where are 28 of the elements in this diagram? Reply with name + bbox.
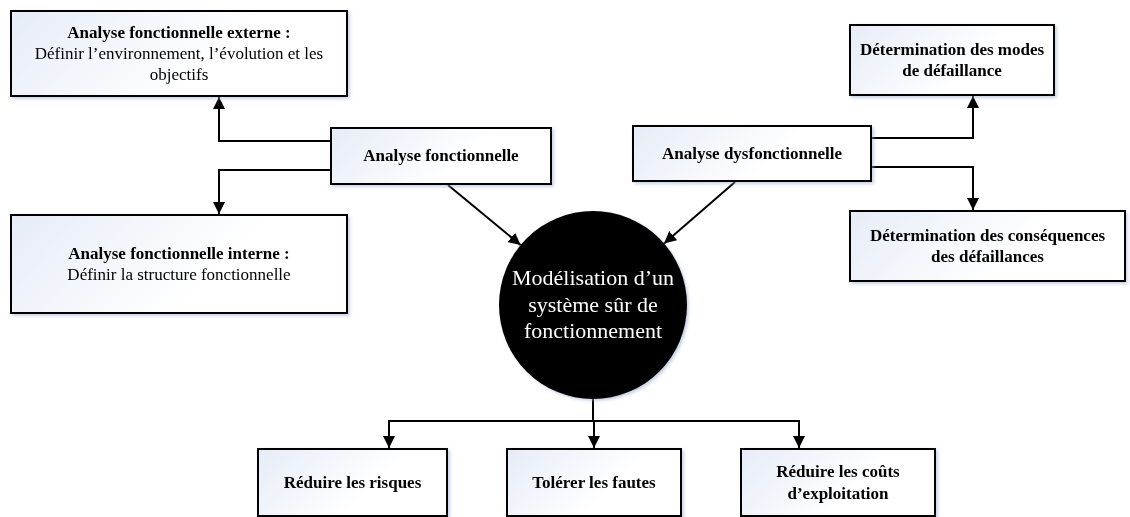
box-label: Tolérer les fautes <box>532 471 656 494</box>
arrow <box>592 398 805 449</box>
circle-label: Modélisation d’un système sûr de fonctionnement <box>511 265 675 345</box>
process-box <box>10 10 348 97</box>
box-label: Réduire les risques <box>283 471 422 494</box>
process-box <box>257 448 448 517</box>
box-label: Analyse fonctionnelle <box>363 145 519 167</box>
process-box <box>506 448 682 517</box>
arrow <box>871 166 979 211</box>
process-box <box>849 210 1126 282</box>
box-label: Réduire les coûts d’exploitation <box>775 461 901 504</box>
box-heading: Analyse fonctionnelle externe : <box>67 21 291 43</box>
process-box <box>10 214 348 314</box>
arrow <box>213 96 331 142</box>
arrow <box>447 184 522 247</box>
arrow <box>663 181 736 245</box>
box-label: Détermination des conséquences des défaillances <box>868 224 1107 268</box>
arrow <box>871 95 979 139</box>
box-text: Définir la structure fonctionnelle <box>67 264 291 286</box>
box-text: Définir l’environnement, l’évolution et les objectifs <box>33 42 325 86</box>
box-heading: Analyse fonctionnelle interne : <box>68 242 290 264</box>
process-box <box>849 24 1055 96</box>
process-box <box>632 125 872 182</box>
process-box <box>330 127 552 185</box>
box-label: Détermination des modes de défaillance <box>858 38 1046 82</box>
box-label: Analyse dysfonctionnelle <box>662 142 842 165</box>
process-box <box>740 448 936 517</box>
arrow <box>213 169 331 215</box>
